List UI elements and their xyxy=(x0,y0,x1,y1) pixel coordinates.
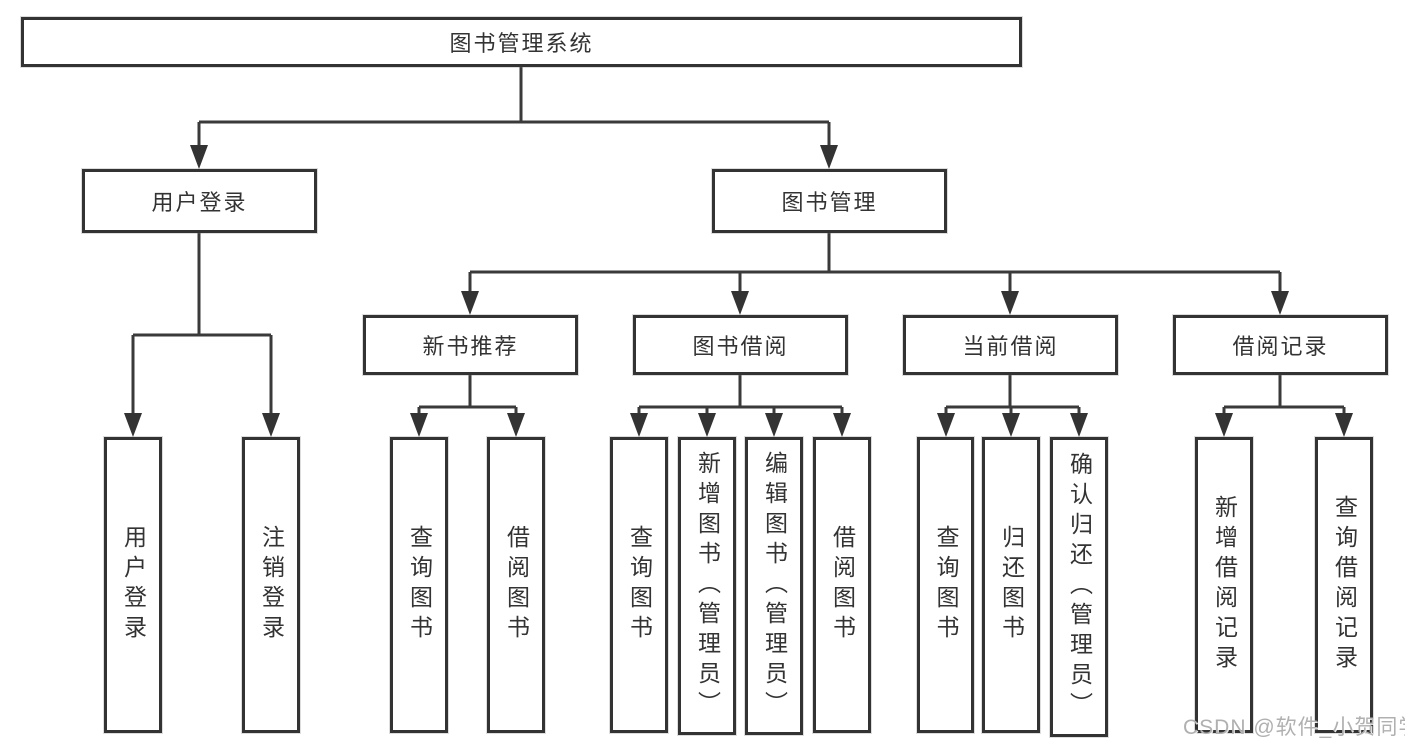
watermark: CSDN @软件_小贺同学 xyxy=(1183,716,1405,739)
leaf-return-books: 归还图书 xyxy=(982,437,1040,733)
leaf-edit-books-admin: 编辑图书（管理员） xyxy=(745,437,803,735)
node-new-book-recommend: 新书推荐 xyxy=(363,315,578,375)
connector-current-borrow-children xyxy=(944,375,1081,418)
node-current-borrowing: 当前借阅 xyxy=(903,315,1118,375)
arrow-down-icon xyxy=(630,413,648,437)
node-user-login: 用户登录 xyxy=(82,169,317,233)
node-library-system: 图书管理系统 xyxy=(21,17,1022,67)
connector-new-book-children xyxy=(417,375,518,418)
connector-book-borrow-children xyxy=(637,375,844,418)
leaf-query-books-borrowing: 查询图书 xyxy=(610,437,668,733)
leaf-logout-login: 注销登录 xyxy=(242,437,300,733)
leaf-add-borrow-record: 新增借阅记录 xyxy=(1195,437,1253,733)
arrow-down-icon xyxy=(410,413,428,437)
leaf-add-books-admin: 新增图书（管理员） xyxy=(678,437,736,735)
leaf-borrow-books-borrowing: 借阅图书 xyxy=(813,437,871,733)
leaf-confirm-return-admin: 确认归还（管理员） xyxy=(1050,437,1108,737)
node-borrow-records: 借阅记录 xyxy=(1173,315,1388,375)
leaf-query-books-current: 查询图书 xyxy=(917,437,974,733)
node-book-borrowing: 图书借阅 xyxy=(633,315,848,375)
arrow-down-icon xyxy=(1001,291,1019,315)
arrow-down-icon xyxy=(461,291,479,315)
arrowheads xyxy=(124,145,1353,437)
connector-user-login-children xyxy=(131,233,273,418)
leaf-query-borrow-record: 查询借阅记录 xyxy=(1315,437,1373,733)
leaf-user-login: 用户登录 xyxy=(104,437,162,733)
arrow-down-icon xyxy=(765,413,783,437)
connector-borrow-record-children xyxy=(1222,375,1346,418)
arrow-down-icon xyxy=(833,413,851,437)
arrow-down-icon xyxy=(820,145,838,169)
arrow-down-icon xyxy=(507,413,525,437)
connector-root-to-level2 xyxy=(197,67,831,150)
arrow-down-icon xyxy=(190,145,208,169)
arrow-down-icon xyxy=(698,413,716,437)
arrow-down-icon xyxy=(1070,413,1088,437)
arrow-down-icon xyxy=(1271,291,1289,315)
arrow-down-icon xyxy=(1002,413,1020,437)
arrow-down-icon xyxy=(124,413,142,437)
arrow-down-icon xyxy=(1215,413,1233,437)
connector-book-mgmt-children xyxy=(468,233,1282,296)
arrow-down-icon xyxy=(262,413,280,437)
leaf-borrow-books-recommend: 借阅图书 xyxy=(487,437,545,733)
arrow-down-icon xyxy=(731,291,749,315)
arrow-down-icon xyxy=(1335,413,1353,437)
arrow-down-icon xyxy=(937,413,955,437)
leaf-query-books-recommend: 查询图书 xyxy=(390,437,448,733)
node-book-management: 图书管理 xyxy=(712,169,947,233)
